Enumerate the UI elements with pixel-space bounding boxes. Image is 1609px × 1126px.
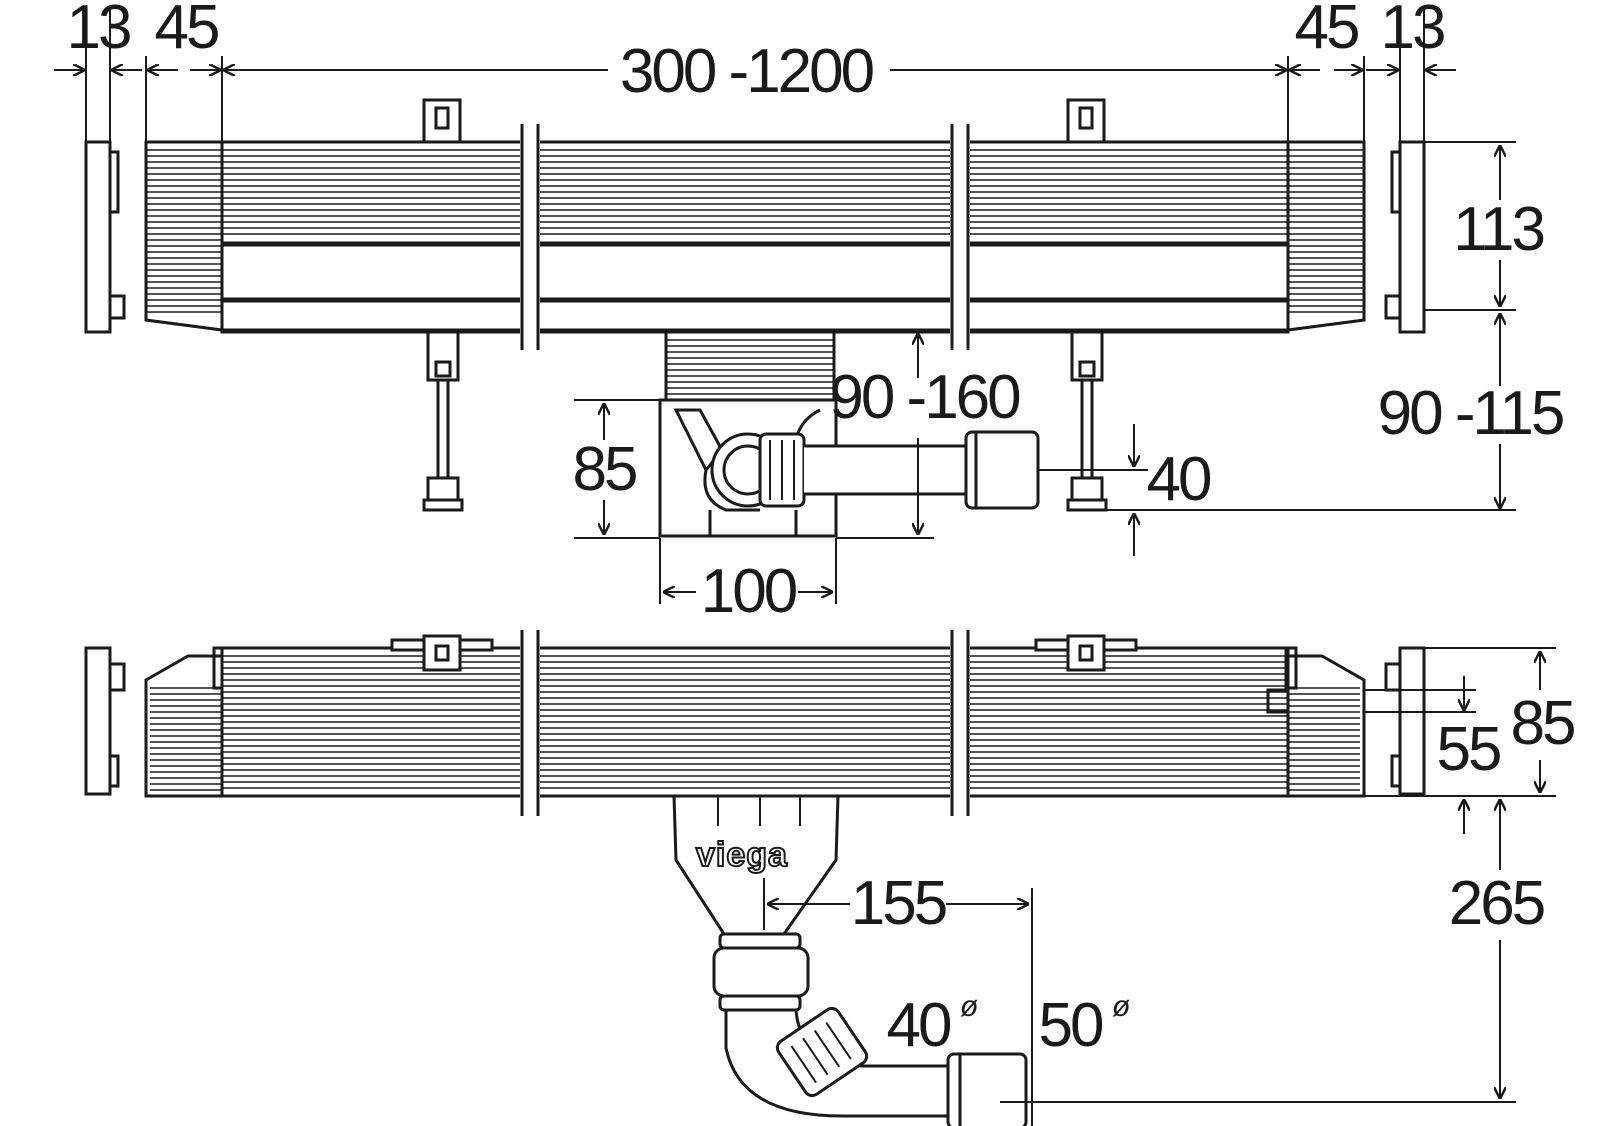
top-elevation-view xyxy=(84,98,1426,538)
clip-bottom-right xyxy=(1034,634,1138,672)
dim-pipe-large-value: 50 xyxy=(1039,991,1103,1060)
diameter-symbol-small: ø xyxy=(960,990,978,1023)
dim-total-depth: 265 xyxy=(1449,869,1544,938)
dim-channel-height: 113 xyxy=(1453,195,1543,264)
adjustable-foot-right xyxy=(1066,330,1108,512)
diameter-symbol-large: ø xyxy=(1112,990,1130,1023)
channel-body-top xyxy=(220,140,1290,334)
dim-outlet-rise: 40 xyxy=(1147,445,1211,514)
dim-length-range: 300 -1200 xyxy=(620,37,874,106)
dim-end-cap-right: 13 xyxy=(1381,0,1444,62)
dim-install-height: 90 -115 xyxy=(1378,379,1563,448)
dim-end-cap-left: 13 xyxy=(67,0,130,62)
adjustable-foot-left xyxy=(422,330,464,512)
dim-pipe-large: 50 ø xyxy=(1039,990,1131,1060)
right-end-piece-bottom xyxy=(1266,646,1366,798)
dim-drain-height: 90 -160 xyxy=(829,363,1020,432)
outlet-elbow-pipe xyxy=(712,932,1028,1126)
dim-outlet-offset: 155 xyxy=(851,869,946,938)
dim-inner-height: 55 xyxy=(1437,715,1500,784)
mounting-clip-right xyxy=(1066,98,1106,144)
left-end-cap-top xyxy=(84,140,126,334)
drain-trap-side xyxy=(658,330,1040,538)
left-end-cap-bottom xyxy=(84,646,126,796)
right-end-cap-top xyxy=(1384,140,1426,334)
dim-front-height: 85 xyxy=(1511,689,1574,758)
drain-funnel: viega xyxy=(672,794,840,936)
channel-body-bottom xyxy=(220,646,1290,798)
bottom-elevation-view: viega xyxy=(84,628,1426,1126)
dimension-lines xyxy=(54,10,1556,1126)
dim-trap-width: 100 xyxy=(701,557,797,626)
dim-end-piece-right: 45 xyxy=(1295,0,1358,62)
right-end-piece-top xyxy=(1286,140,1366,332)
right-end-cap-bottom xyxy=(1384,646,1426,796)
left-end-piece-top xyxy=(144,140,224,332)
dim-pipe-small-value: 40 xyxy=(887,991,951,1060)
dim-end-piece-left: 45 xyxy=(155,0,218,62)
clip-bottom-left xyxy=(390,634,494,672)
left-end-piece-bottom xyxy=(144,646,244,798)
dimension-labels: 13 45 300 -1200 45 13 113 90 -115 90 -16… xyxy=(67,0,1577,1060)
dim-trap-height: 85 xyxy=(573,435,636,504)
dim-pipe-small: 40 ø xyxy=(887,990,979,1060)
mounting-clip-left xyxy=(422,98,462,144)
viega-logo: viega xyxy=(696,836,788,874)
